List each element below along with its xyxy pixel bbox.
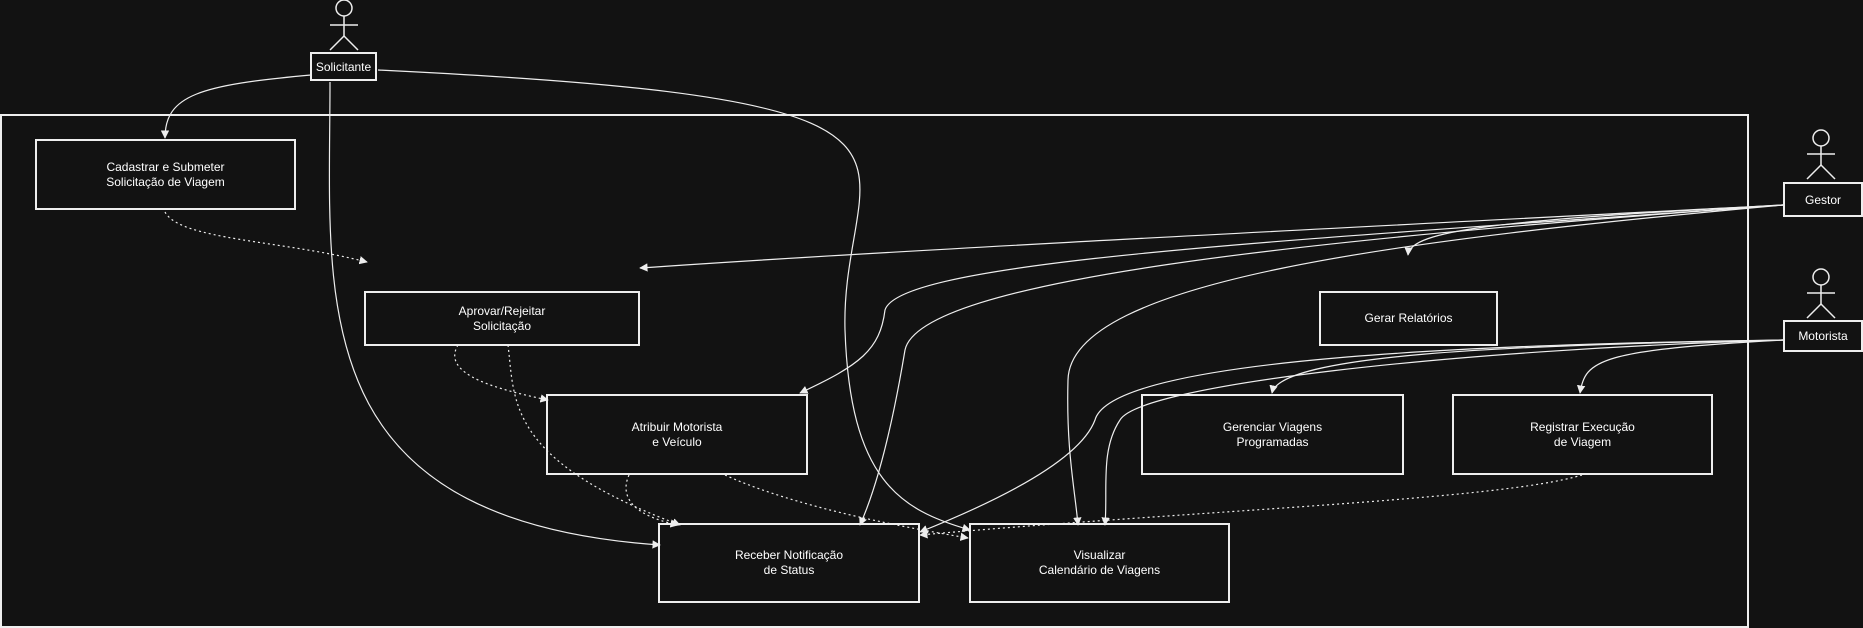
edge-solicitante-receber bbox=[328, 81, 661, 549]
edge-solicitante-visualizar bbox=[377, 69, 971, 532]
gestor-figure-icon bbox=[1806, 129, 1836, 180]
edge-registrar-receber bbox=[919, 474, 1583, 539]
usecase-cadastrar[interactable]: Cadastrar e Submeter Solicitação de Viag… bbox=[35, 139, 296, 210]
usecase-aprovar[interactable]: Aprovar/Rejeitar Solicitação bbox=[364, 291, 640, 346]
edge-gestor-gerar bbox=[1404, 204, 1784, 256]
usecase-registrar[interactable]: Registrar Execução de Viagem bbox=[1452, 394, 1713, 475]
edge-cadastrar-aprovar bbox=[164, 211, 368, 265]
edge-gestor-visualizar bbox=[1067, 204, 1784, 526]
edge-gestor-atribuir bbox=[799, 204, 1784, 394]
edge-atribuir-receber bbox=[625, 474, 679, 528]
actor-gestor[interactable]: Gestor bbox=[1783, 182, 1863, 217]
usecase-visualizar[interactable]: Visualizar Calendário de Viagens bbox=[969, 523, 1230, 603]
edge-gestor-receber bbox=[859, 204, 1784, 526]
actor-motorista[interactable]: Motorista bbox=[1783, 320, 1863, 352]
edge-motorista-registrar bbox=[1576, 339, 1784, 394]
edge-aprovar-atribuir bbox=[454, 344, 549, 403]
edge-aprovar-receber bbox=[507, 344, 681, 527]
motorista-figure-icon bbox=[1806, 268, 1836, 319]
usecase-receber[interactable]: Receber Notificação de Status bbox=[658, 523, 920, 603]
edge-motorista-visualizar bbox=[1101, 339, 1784, 526]
edge-motorista-receber bbox=[919, 339, 1784, 534]
edge-gestor-aprovar bbox=[639, 204, 1784, 272]
usecase-atribuir[interactable]: Atribuir Motorista e Veículo bbox=[546, 394, 808, 475]
edge-solicitante-cadastrar bbox=[160, 74, 312, 139]
edge-atribuir-visualizar bbox=[724, 474, 969, 541]
solicitante-figure-icon bbox=[329, 0, 359, 51]
system-boundary bbox=[0, 114, 1749, 628]
usecase-gerar[interactable]: Gerar Relatórios bbox=[1319, 291, 1498, 346]
actor-solicitante[interactable]: Solicitante bbox=[310, 52, 377, 81]
usecase-gerenciar[interactable]: Gerenciar Viagens Programadas bbox=[1141, 394, 1404, 475]
